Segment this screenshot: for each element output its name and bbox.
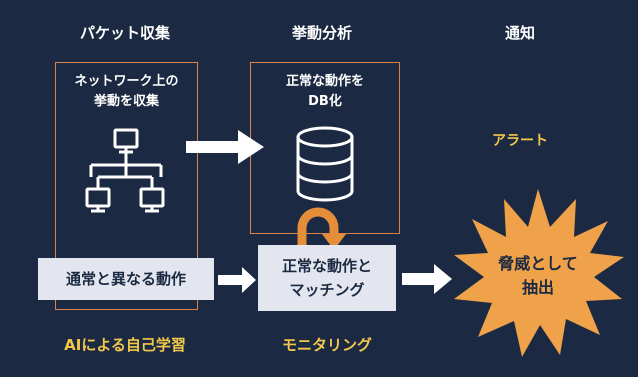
burst-icon bbox=[454, 189, 624, 357]
database-icon bbox=[296, 126, 354, 202]
matching-box-line1: 正常な動作と bbox=[281, 257, 372, 275]
db-text-line2: DB化 bbox=[308, 94, 342, 109]
monitoring-label: モニタリング bbox=[281, 336, 372, 354]
collection-frame bbox=[55, 62, 198, 310]
column-title-behavior-analysis: 挙動分析 bbox=[291, 24, 352, 42]
column-title-packet-collection: パケット収集 bbox=[79, 24, 170, 42]
right-arrow-icon bbox=[402, 264, 452, 294]
anomaly-behavior-box: 通常と異なる動作 bbox=[38, 258, 214, 300]
right-arrow-icon bbox=[186, 130, 264, 164]
right-arrow-icon bbox=[218, 267, 256, 293]
alert-label: アラート bbox=[492, 133, 548, 149]
network-tree-icon bbox=[85, 128, 165, 213]
loop-arrow-icon bbox=[297, 207, 346, 253]
ai-self-learning-label: AIによる自己学習 bbox=[64, 336, 186, 354]
column-title-notification: 通知 bbox=[504, 24, 535, 42]
collect-text-line1: ネットワーク上の bbox=[74, 74, 179, 89]
matching-box: 正常な動作と マッチング bbox=[258, 245, 396, 311]
collect-text-line2: 挙動を収集 bbox=[93, 94, 159, 109]
threat-text-line1: 脅威として bbox=[498, 254, 578, 273]
db-text-line1: 正常な動作を bbox=[285, 74, 364, 89]
threat-text-line2: 抽出 bbox=[521, 278, 554, 297]
matching-box-line2: マッチング bbox=[289, 281, 365, 299]
